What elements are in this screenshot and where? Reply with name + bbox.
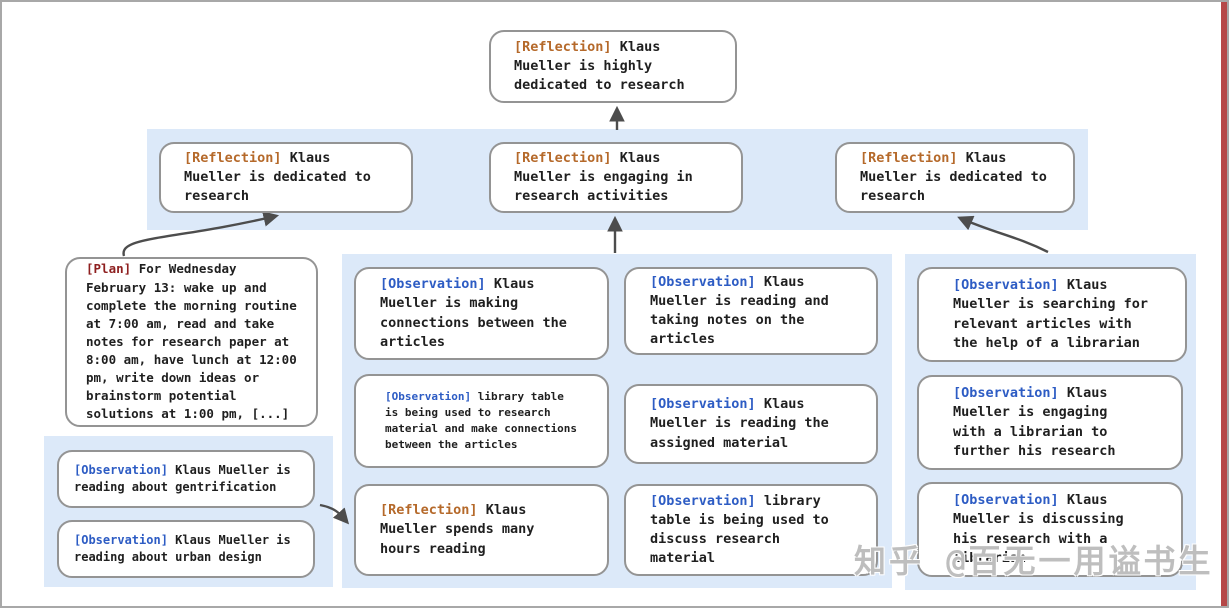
memory-text: library table is being used to discuss r… bbox=[650, 492, 829, 567]
node-observation-searching-articles: [Observation] Klaus Mueller is searching… bbox=[917, 267, 1187, 362]
node-observation-discussing-research: [Observation] Klaus Mueller is discussin… bbox=[917, 482, 1183, 577]
label-observation: [Observation] bbox=[74, 462, 168, 477]
node-reflection-1: [Reflection] Klaus Mueller is dedicated … bbox=[159, 142, 413, 213]
node-observation-library-table-discuss: [Observation] library table is being use… bbox=[624, 484, 878, 576]
node-plan: [Plan] For Wednesday February 13: wake u… bbox=[65, 257, 318, 427]
node-observation-taking-notes: [Observation] Klaus Mueller is reading a… bbox=[624, 267, 878, 355]
memory-text: Klaus Mueller is dedicated to research bbox=[184, 149, 371, 205]
node-reflection-3: [Reflection] Klaus Mueller is dedicated … bbox=[835, 142, 1075, 213]
label-observation: [Observation] bbox=[953, 385, 1059, 402]
node-observation-library-table-research: [Observation] library table is being use… bbox=[354, 374, 609, 468]
memory-text: Klaus Mueller is making connections betw… bbox=[380, 276, 567, 350]
memory-text: Klaus Mueller is reading the assigned ma… bbox=[650, 396, 829, 451]
label-reflection: [Reflection] bbox=[860, 149, 958, 166]
label-reflection: [Reflection] bbox=[184, 149, 282, 166]
label-reflection: [Reflection] bbox=[380, 502, 478, 519]
node-observation-connections: [Observation] Klaus Mueller is making co… bbox=[354, 267, 609, 360]
node-reflection-root: [Reflection] Klaus Mueller is highly ded… bbox=[489, 30, 737, 103]
node-observation-left-1: [Observation] Klaus Mueller is reading a… bbox=[57, 450, 315, 508]
label-observation: [Observation] bbox=[385, 390, 472, 404]
label-observation: [Observation] bbox=[650, 396, 756, 413]
memory-text: Klaus Mueller is searching for relevant … bbox=[953, 277, 1149, 351]
label-reflection: [Reflection] bbox=[514, 38, 612, 55]
node-observation-assigned-material: [Observation] Klaus Mueller is reading t… bbox=[624, 384, 878, 464]
watermark: 知乎 @百无一用谥书生 bbox=[854, 542, 1214, 580]
memory-text: For Wednesday February 13: wake up and c… bbox=[86, 261, 297, 422]
memory-text: Klaus Mueller is reading about urban des… bbox=[74, 532, 291, 564]
right-edge-strip bbox=[1221, 2, 1227, 606]
label-reflection: [Reflection] bbox=[514, 149, 612, 166]
label-observation: [Observation] bbox=[380, 276, 486, 293]
memory-text: Klaus Mueller is discussing his research… bbox=[953, 492, 1124, 566]
node-reflection-hours-reading: [Reflection] Klaus Mueller spends many h… bbox=[354, 484, 609, 576]
memory-text: Klaus Mueller is engaging in research ac… bbox=[514, 149, 693, 205]
label-observation: [Observation] bbox=[650, 492, 756, 509]
label-observation: [Observation] bbox=[953, 277, 1059, 294]
memory-text: Klaus Mueller is highly dedicated to res… bbox=[514, 38, 685, 94]
memory-text: Klaus Mueller is reading and taking note… bbox=[650, 273, 829, 348]
memory-text: Klaus Mueller is dedicated to research bbox=[860, 149, 1047, 205]
label-plan: [Plan] bbox=[86, 261, 132, 277]
node-observation-left-2: [Observation] Klaus Mueller is reading a… bbox=[57, 520, 315, 578]
memory-text: Klaus Mueller is reading about gentrific… bbox=[74, 462, 291, 494]
label-observation: [Observation] bbox=[650, 273, 756, 290]
memory-text: Klaus Mueller is engaging with a librari… bbox=[953, 385, 1116, 459]
node-reflection-2: [Reflection] Klaus Mueller is engaging i… bbox=[489, 142, 743, 213]
label-observation: [Observation] bbox=[953, 492, 1059, 509]
label-observation: [Observation] bbox=[74, 532, 168, 547]
memory-text: library table is being used to research … bbox=[385, 390, 578, 451]
memory-text: Klaus Mueller spends many hours reading bbox=[380, 502, 535, 557]
node-observation-engaging-librarian: [Observation] Klaus Mueller is engaging … bbox=[917, 375, 1183, 470]
